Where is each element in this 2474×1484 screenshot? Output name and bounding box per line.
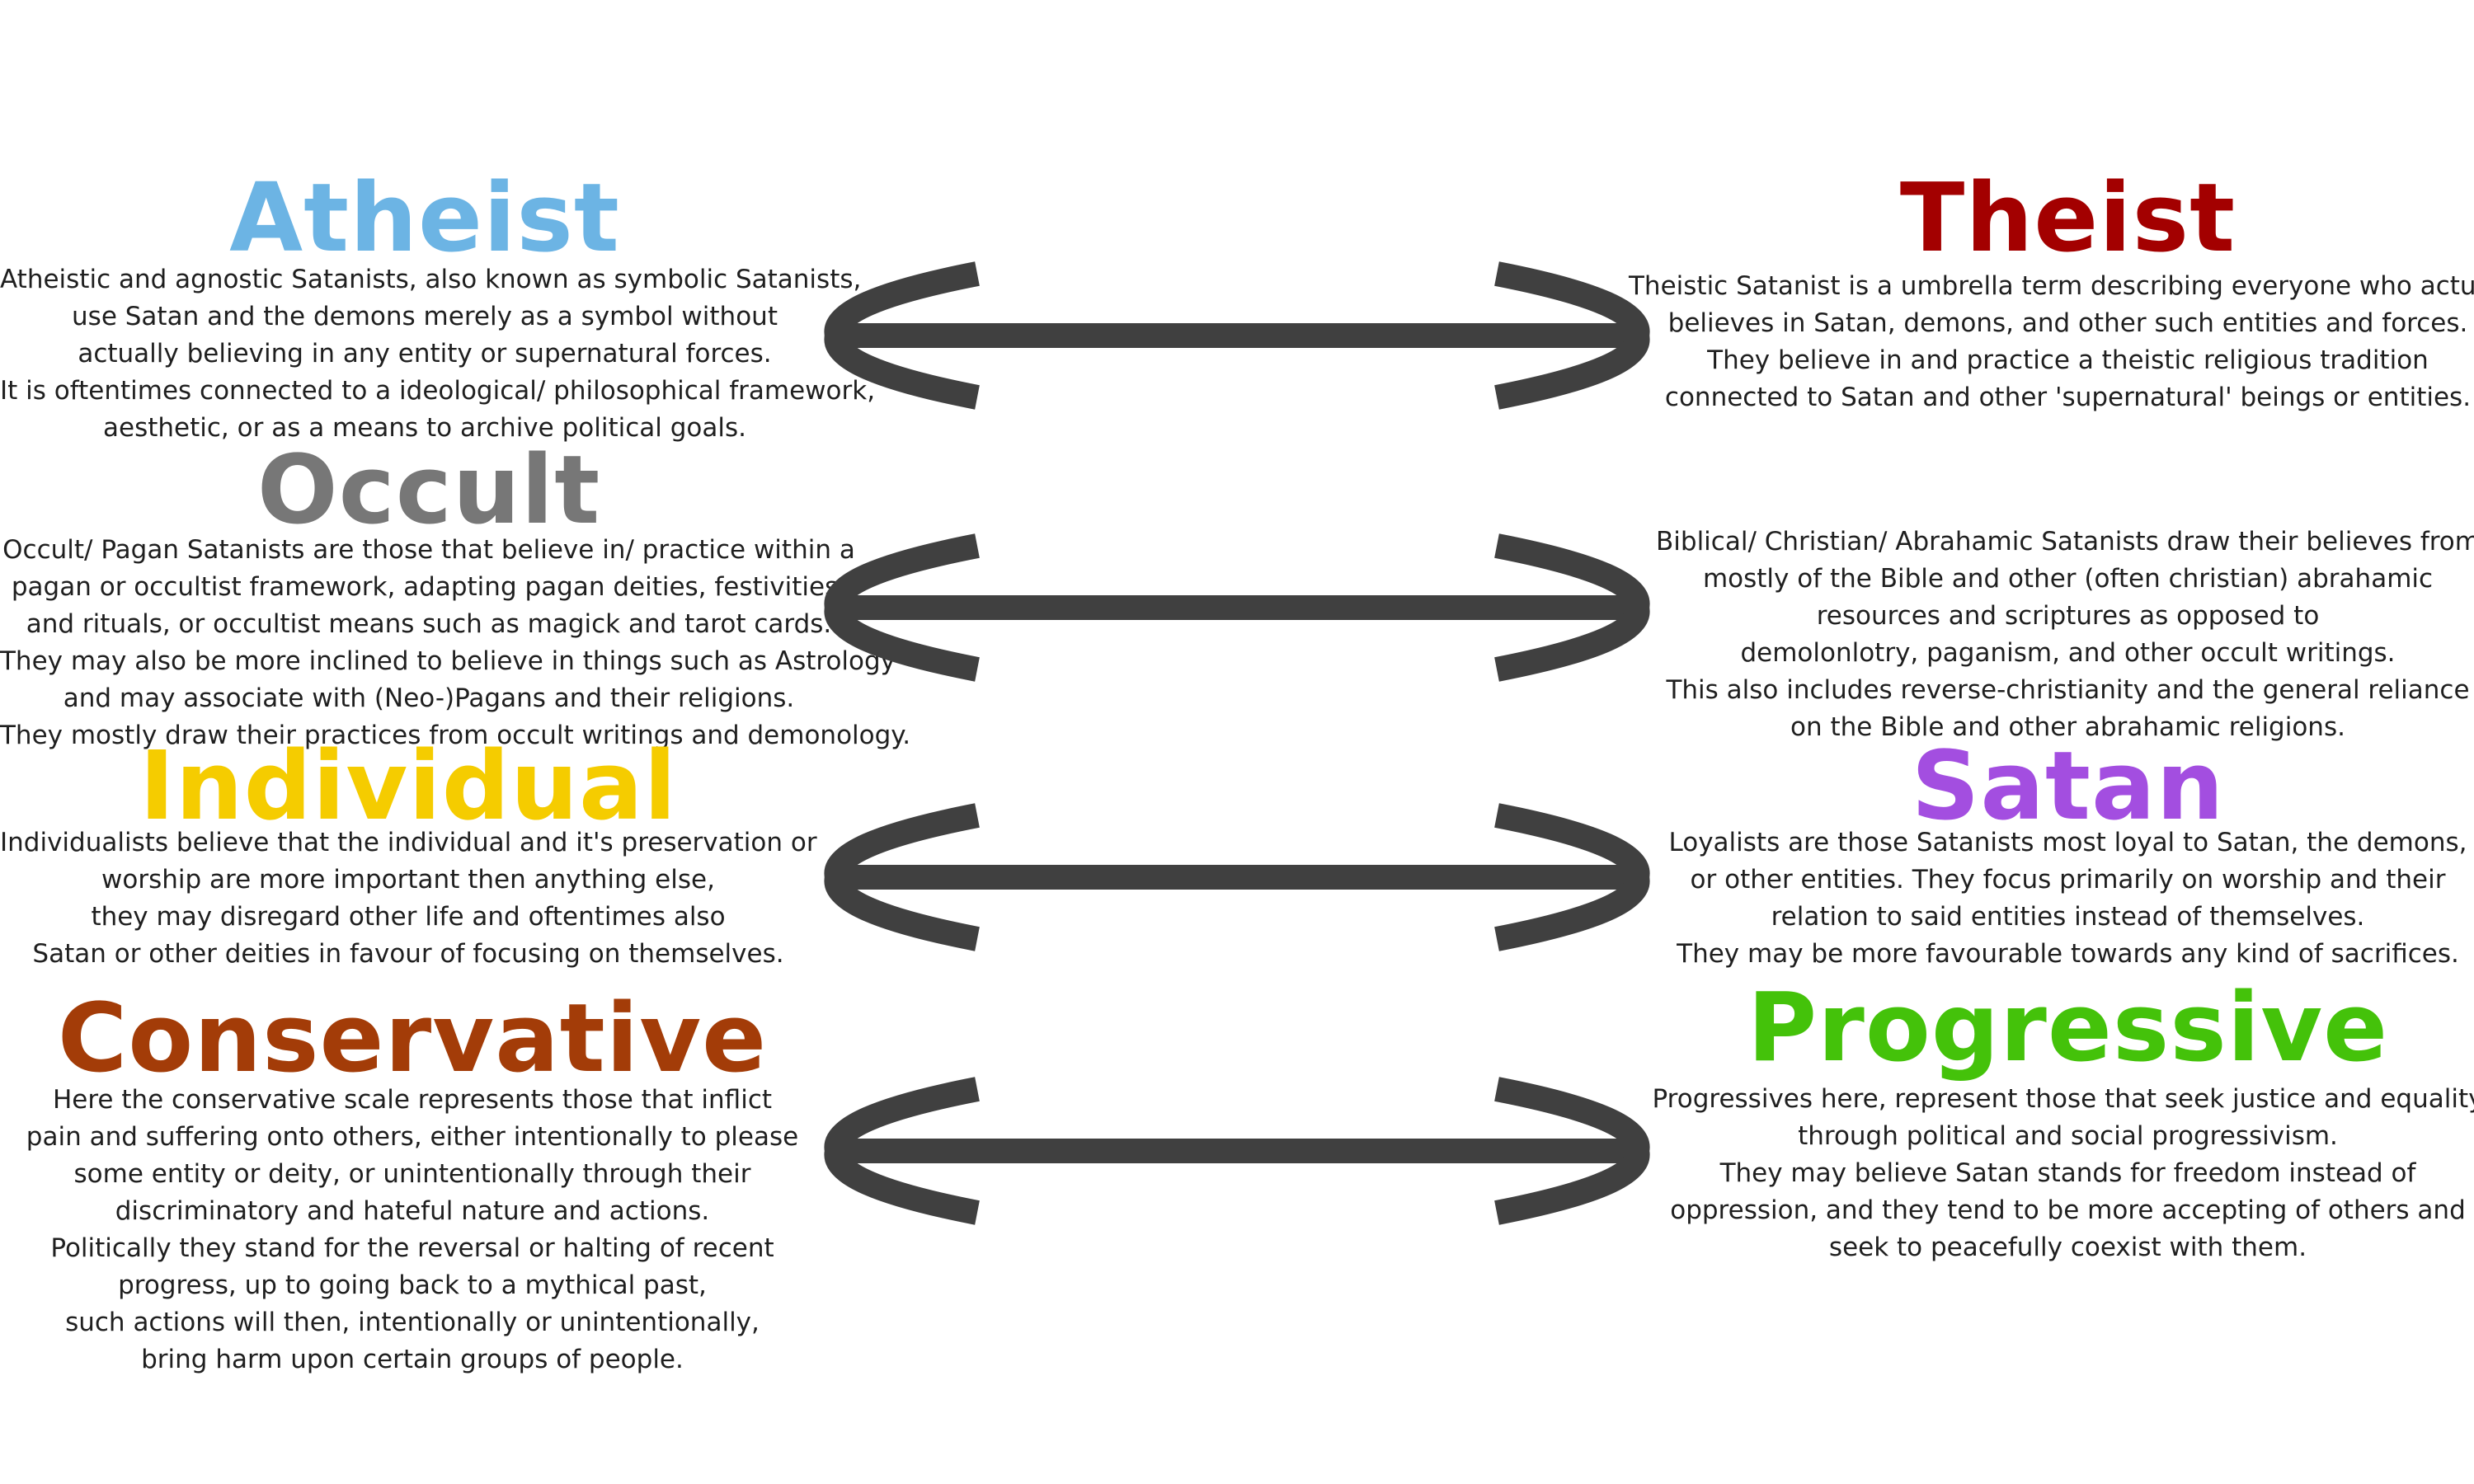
occult-title: Occult	[256, 435, 601, 546]
progressive-block: Progressive Progressives here, represent…	[1629, 981, 2474, 1266]
conservative-block: Conservative Here the conservative scale…	[0, 992, 825, 1378]
arrow-head-left	[824, 261, 980, 410]
individual-description: Individualists believe that the individu…	[0, 824, 817, 973]
description-line: seek to peacefully coexist with them.	[1828, 1233, 2307, 1262]
satan-block: Satan Loyalists are those Satanists most…	[1629, 740, 2474, 973]
description-line: Progressives here, represent those that …	[1652, 1084, 2474, 1114]
description-line: actually believing in any entity or supe…	[78, 339, 772, 369]
description-line: resources and scriptures as opposed to	[1816, 601, 2320, 631]
description-line: on the Bible and other abrahamic religio…	[1790, 712, 2345, 742]
description-line: some entity or deity, or unintentionally…	[73, 1159, 751, 1189]
theist-description: Theistic Satanist is a umbrella term des…	[1629, 268, 2474, 416]
description-line: relation to said entities instead of the…	[1771, 902, 2365, 932]
description-line: they may disregard other life and oftent…	[91, 902, 726, 932]
double-arrow-individual-satan	[824, 803, 1650, 951]
individual-title: Individual	[139, 731, 677, 842]
description-line: believes in Satan, demons, and other suc…	[1667, 308, 2468, 338]
description-line: discriminatory and hateful nature and ac…	[115, 1196, 710, 1226]
description-line: and rituals, or occultist means such as …	[26, 609, 832, 639]
arrow-head-right	[1494, 261, 1650, 410]
atheist-description: Atheistic and agnostic Satanists, also k…	[0, 261, 876, 447]
progressive-title: Progressive	[1747, 973, 2389, 1083]
conservative-title: Conservative	[57, 984, 768, 1094]
occult-description: Occult/ Pagan Satanists are those that b…	[0, 532, 911, 754]
description-line: Loyalists are those Satanists most loyal…	[1668, 828, 2467, 857]
arrow-head-left	[824, 1077, 980, 1225]
conservative-description: Here the conservative scale represents t…	[0, 1082, 825, 1378]
description-line: use Satan and the demons merely as a sym…	[72, 302, 778, 331]
description-line: pain and suffering onto others, either i…	[26, 1122, 799, 1152]
description-line: connected to Satan and other 'supernatur…	[1664, 383, 2472, 412]
description-line: Atheistic and agnostic Satanists, also k…	[0, 265, 862, 294]
individual-block: Individual Individualists believe that t…	[0, 731, 817, 973]
description-line: or other entities. They focus primarily …	[1690, 865, 2446, 895]
description-line: They mostly draw their practices from oc…	[0, 721, 911, 750]
double-arrow-conservative-progressive	[824, 1077, 1650, 1225]
biblical-description: Biblical/ Christian/ Abrahamic Satanists…	[1629, 524, 2474, 746]
description-line: bring harm upon certain groups of people…	[141, 1345, 684, 1374]
description-line: demolonlotry, paganism, and other occult…	[1740, 638, 2396, 668]
satan-description: Loyalists are those Satanists most loyal…	[1629, 824, 2474, 973]
description-line: Occult/ Pagan Satanists are those that b…	[2, 535, 855, 565]
occult-block: Occult Occult/ Pagan Satanists are those…	[0, 435, 911, 754]
description-line: They believe in and practice a theistic …	[1707, 345, 2429, 375]
satan-title: Satan	[1911, 731, 2225, 842]
description-line: aesthetic, or as a means to archive poli…	[103, 413, 746, 443]
description-line: Satan or other deities in favour of focu…	[32, 939, 784, 969]
description-line: They may believe Satan stands for freedo…	[1719, 1158, 2416, 1188]
description-line: worship are more important then anything…	[101, 865, 715, 895]
arrow-head-right	[1494, 803, 1650, 951]
description-line: Theistic Satanist is a umbrella term des…	[1629, 271, 2474, 301]
biblical-block: Biblical/ Christian/ Abrahamic Satanists…	[1629, 524, 2474, 746]
arrow-head-right	[1494, 1077, 1650, 1225]
description-line: They may be more favourable towards any …	[1677, 939, 2459, 969]
progressive-description: Progressives here, represent those that …	[1629, 1081, 2474, 1266]
description-line: Politically they stand for the reversal …	[50, 1233, 774, 1263]
arrow-head-left	[824, 803, 980, 951]
description-line: such actions will then, intentionally or…	[65, 1308, 760, 1337]
double-arrow-occult-biblical	[824, 533, 1650, 682]
description-line: through political and social progressivi…	[1798, 1121, 2338, 1151]
description-line: This also includes reverse-christianity …	[1666, 675, 2470, 705]
atheist-block: Atheist Atheistic and agnostic Satanists…	[0, 163, 876, 447]
description-line: oppression, and they tend to be more acc…	[1670, 1195, 2466, 1225]
description-line: It is oftentimes connected to a ideologi…	[0, 376, 876, 406]
arrow-head-left	[824, 533, 980, 682]
description-line: and may associate with (Neo-)Pagans and …	[63, 683, 795, 713]
arrow-head-right	[1494, 533, 1650, 682]
description-line: pagan or occultist framework, adapting p…	[11, 572, 847, 602]
theist-title: Theist	[1899, 163, 2236, 274]
description-line: mostly of the Bible and other (often chr…	[1702, 564, 2434, 594]
description-line: progress, up to going back to a mythical…	[118, 1270, 707, 1300]
atheist-title: Atheist	[229, 163, 620, 274]
theist-block: Theist Theistic Satanist is a umbrella t…	[1629, 171, 2474, 416]
description-line: They may also be more inclined to believ…	[0, 646, 896, 676]
description-line: Here the conservative scale represents t…	[52, 1085, 773, 1115]
description-line: Individualists believe that the individu…	[0, 828, 817, 857]
description-line: Biblical/ Christian/ Abrahamic Satanists…	[1656, 527, 2474, 556]
double-arrow-atheist-theist	[824, 261, 1650, 410]
